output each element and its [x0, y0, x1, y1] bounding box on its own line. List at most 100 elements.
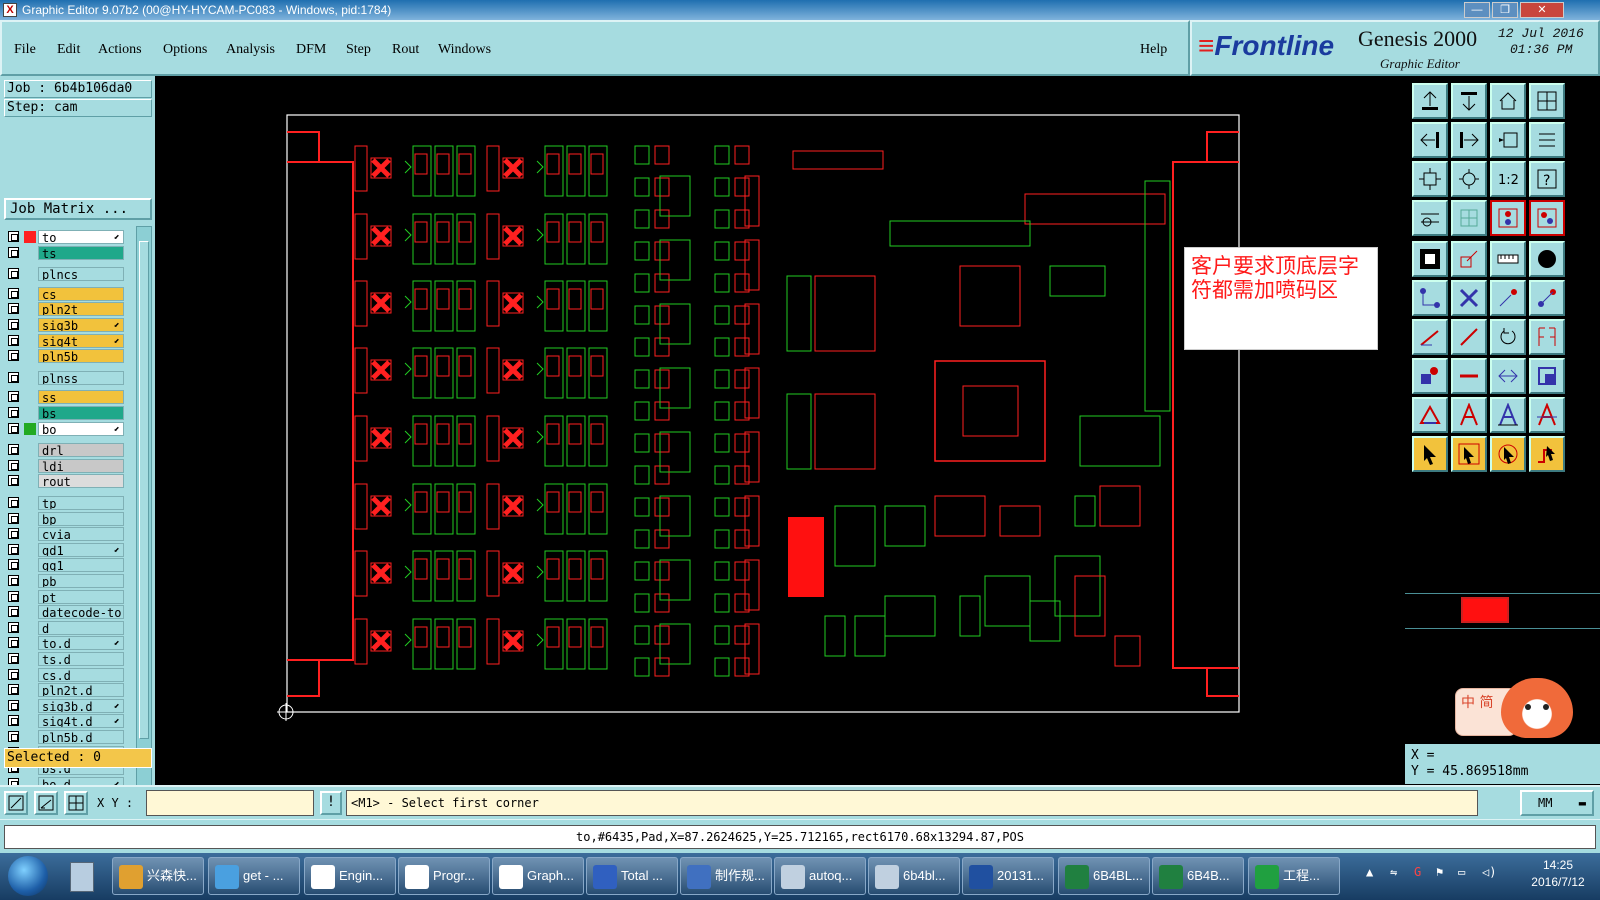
connect-nodes-button[interactable] — [1412, 280, 1448, 316]
window-title-bar[interactable]: X Graphic Editor 9.07b2 (00@HY-HYCAM-PC0… — [0, 0, 1600, 20]
layer-row-tp[interactable]: tp — [4, 496, 124, 510]
zoom-out-button[interactable] — [1451, 161, 1487, 197]
layer-row-cs[interactable]: cs — [4, 286, 124, 301]
layer-name[interactable]: cs — [38, 286, 124, 301]
layer-name[interactable]: rout — [38, 474, 124, 489]
layer-name[interactable]: bo⬋ — [38, 421, 124, 436]
zoom-back-button[interactable] — [1490, 122, 1526, 158]
layer-row-sig3b[interactable]: sig3b⬋ — [4, 318, 124, 332]
layer-checkbox[interactable] — [8, 731, 19, 742]
layer-checkbox[interactable] — [8, 475, 19, 487]
menu-edit[interactable]: Edit — [57, 42, 81, 57]
layer-name[interactable]: sig4t⬋ — [38, 333, 124, 348]
layer-row-pln2t[interactable]: pln2t — [4, 302, 124, 317]
layer-row-ss[interactable]: ss — [4, 390, 124, 405]
zoom-1-2-button[interactable]: 1:2 — [1490, 161, 1526, 197]
menu-help[interactable]: Help — [1140, 42, 1168, 57]
layer-name[interactable]: pln2t.d — [38, 683, 124, 698]
taskbar-clock[interactable]: 14:25 2016/7/12 — [1520, 857, 1596, 895]
zoom-window-button[interactable] — [4, 791, 28, 815]
ime-mascot[interactable]: 中 简 — [1455, 678, 1595, 740]
layer-checkbox[interactable] — [8, 497, 19, 508]
layer-row-datecode-to[interactable]: datecode-to — [4, 605, 124, 620]
layer-row-to[interactable]: to⬋ — [4, 230, 124, 244]
layer-name[interactable]: gg1 — [38, 558, 124, 573]
layer-name[interactable]: d — [38, 620, 124, 635]
taskbar-item[interactable]: Total ... — [586, 857, 678, 895]
pan-down-button[interactable] — [1451, 83, 1487, 119]
selected-pad[interactable] — [788, 517, 824, 597]
layer-name[interactable]: ldi — [38, 458, 124, 473]
layer-name[interactable]: pb — [38, 574, 124, 588]
layer-colors-button[interactable] — [1529, 200, 1565, 236]
menu-windows[interactable]: Windows — [438, 42, 492, 57]
menu-file[interactable]: File — [14, 42, 36, 57]
layer-checkbox[interactable] — [8, 715, 19, 727]
pan-up-button[interactable] — [1412, 83, 1448, 119]
layer-checkbox[interactable] — [8, 303, 19, 315]
layer-row-bo[interactable]: bo⬋ — [4, 421, 124, 436]
layer-row-pln2t-d[interactable]: pln2t.d — [4, 683, 124, 698]
layer-row-ts-d[interactable]: ts.d — [4, 652, 124, 666]
layer-name[interactable]: bs — [38, 406, 124, 420]
layer-row-pt[interactable]: pt — [4, 589, 124, 604]
draw-line-button[interactable] — [1412, 319, 1448, 355]
pan-right-button[interactable] — [1451, 122, 1487, 158]
layer-name[interactable]: ts — [38, 245, 124, 260]
layer-row-plncs[interactable]: plncs — [4, 267, 124, 282]
menu-rout[interactable]: Rout — [392, 42, 420, 57]
layer-name[interactable]: pln5b — [38, 349, 124, 364]
layer-row-gd1[interactable]: gd1⬋ — [4, 542, 124, 557]
layer-checkbox[interactable] — [8, 444, 19, 456]
add-line-button[interactable] — [1451, 241, 1487, 277]
taskbar-item[interactable]: autoq... — [774, 857, 866, 895]
layer-checkbox[interactable] — [8, 543, 19, 555]
layer-name[interactable]: datecode-to — [38, 605, 124, 620]
job-matrix-button[interactable]: Job Matrix ... — [4, 198, 152, 220]
layer-checkbox[interactable] — [8, 371, 19, 383]
taskbar-item[interactable]: 工程... — [1248, 857, 1340, 895]
layer-row-pln5b[interactable]: pln5b — [4, 349, 124, 364]
text-font-button[interactable] — [1529, 397, 1565, 433]
layer-name[interactable]: to.d⬋ — [38, 636, 124, 651]
layer-name[interactable]: ss — [38, 390, 124, 405]
layer-checkbox[interactable] — [8, 319, 19, 330]
layer-name[interactable]: cvia — [38, 527, 124, 542]
menu-analysis[interactable]: Analysis — [226, 42, 275, 57]
layer-name[interactable]: pln2t — [38, 302, 124, 317]
copy-button[interactable] — [1529, 280, 1565, 316]
layer-row-pln5b-d[interactable]: pln5b.d — [4, 730, 124, 744]
layer-row-cvia[interactable]: cvia — [4, 527, 124, 542]
layer-row-plnss[interactable]: plnss — [4, 370, 124, 385]
taskbar-item[interactable]: Progr... — [398, 857, 490, 895]
zoom-in-button[interactable] — [1412, 161, 1448, 197]
layer-checkbox[interactable] — [8, 668, 19, 680]
layer-checkbox[interactable] — [8, 287, 19, 299]
layer-row-gg1[interactable]: gg1 — [4, 558, 124, 573]
grid-toggle-button[interactable] — [1451, 200, 1487, 236]
layer-row-sig4t-d[interactable]: sig4t.d⬋ — [4, 714, 124, 729]
zoom-redraw-button[interactable] — [1529, 122, 1565, 158]
layer-name[interactable]: sig3b⬋ — [38, 318, 124, 332]
layer-row-sig3b-d[interactable]: sig3b.d⬋ — [4, 698, 124, 713]
layer-row-bs[interactable]: bs — [4, 406, 124, 420]
system-tray[interactable]: ▲ ⇋ G ⚑ ▭ ◁) — [1366, 865, 1516, 887]
tray-display-icon[interactable]: ▭ — [1458, 865, 1466, 879]
line-break-button[interactable] — [1451, 358, 1487, 394]
layer-checkbox[interactable] — [8, 459, 19, 471]
mirror-button[interactable] — [1529, 319, 1565, 355]
cut-line-button[interactable] — [1451, 319, 1487, 355]
layer-checkbox[interactable] — [8, 407, 19, 418]
scrollbar-thumb[interactable] — [139, 241, 149, 739]
layer-checkbox[interactable] — [8, 528, 19, 540]
start-button[interactable] — [8, 856, 48, 896]
layer-row-bp[interactable]: bp — [4, 511, 124, 526]
edit-text-button[interactable] — [1451, 397, 1487, 433]
taskbar-item[interactable]: 6b4bl... — [868, 857, 960, 895]
measure-button[interactable] — [34, 791, 58, 815]
layer-checkbox[interactable] — [8, 590, 19, 602]
layer-checkbox[interactable] — [8, 350, 19, 362]
layer-checkbox[interactable] — [8, 621, 19, 633]
layer-row-to-d[interactable]: to.d⬋ — [4, 636, 124, 651]
add-surface-button[interactable] — [1529, 241, 1565, 277]
